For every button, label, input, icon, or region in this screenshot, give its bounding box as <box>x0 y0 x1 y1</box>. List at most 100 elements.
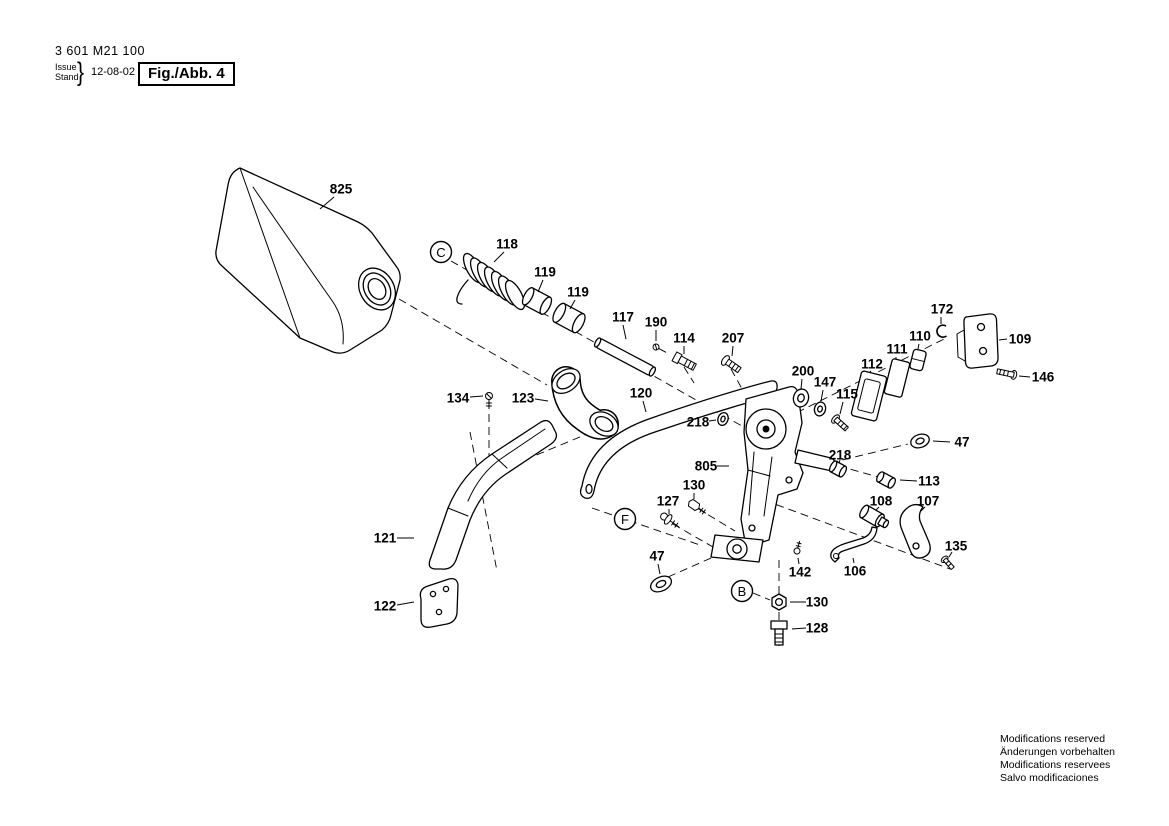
leader-line-115 <box>839 401 844 415</box>
part-label-825: 825 <box>330 182 353 197</box>
part-207-screw <box>720 355 742 374</box>
part-label-130: 130 <box>683 478 706 493</box>
part-134-screw <box>485 392 493 409</box>
part-218-bushing-lower <box>828 460 848 478</box>
part-label-120: 120 <box>630 386 653 401</box>
view-marker-circle-F <box>613 507 637 531</box>
part-130-nut <box>771 593 787 611</box>
part-label-218: 218 <box>829 448 852 463</box>
part-115-screw <box>831 414 849 432</box>
assembly-axis-lines <box>398 260 951 647</box>
view-marker-circle-B <box>730 579 754 603</box>
leader-line-110 <box>917 343 920 350</box>
view-marker-letter-B: B <box>738 584 747 599</box>
document-part-number: 3 601 M21 100 <box>55 44 145 58</box>
part-110-clip <box>909 348 927 372</box>
part-label-109: 109 <box>1009 332 1032 347</box>
part-label-118: 118 <box>496 237 518 252</box>
notice-line-es: Salvo modificaciones <box>1000 772 1099 784</box>
part-825-dust-bag <box>215 167 401 354</box>
modifications-notice: Modifications reserved Änderungen vorbeh… <box>1000 733 1115 785</box>
part-label-110: 110 <box>909 329 931 344</box>
part-106-spring-lever <box>830 526 878 563</box>
part-label-172: 172 <box>931 302 954 317</box>
leader-line-112 <box>869 370 872 373</box>
part-114-bolt <box>671 351 697 371</box>
part-label-200: 200 <box>792 364 815 379</box>
leader-line-218 <box>708 419 717 422</box>
part-label-106: 106 <box>844 564 867 579</box>
part-122-bracket-plate <box>419 577 459 628</box>
part-label-119: 119 <box>534 265 556 280</box>
part-111-plate <box>883 358 911 398</box>
notice-line-de: Änderungen vorbehalten <box>1000 746 1116 758</box>
view-marker-circle-C <box>429 240 453 264</box>
part-label-115: 115 <box>836 387 858 402</box>
part-119-bushing-small <box>521 287 553 315</box>
part-label-147: 147 <box>814 375 837 390</box>
part-label-218: 218 <box>687 415 710 430</box>
part-label-112: 112 <box>861 357 883 372</box>
part-135-screw <box>940 555 955 571</box>
issue-stand-labels: Issue Stand <box>55 62 79 82</box>
leader-line-134 <box>469 395 484 398</box>
part-146-screw <box>996 368 1018 380</box>
leader-line-119 <box>537 279 544 293</box>
part-117-pin <box>593 337 657 377</box>
leader-line-142 <box>797 557 800 565</box>
part-130-screw-upper <box>687 498 706 515</box>
part-label-107: 107 <box>917 494 940 509</box>
part-label-142: 142 <box>789 565 812 580</box>
notice-line-en: Modifications reserved <box>1000 733 1106 745</box>
leader-line-107 <box>920 506 926 512</box>
leader-line-207 <box>731 345 734 357</box>
part-label-135: 135 <box>945 539 968 554</box>
leader-line-47 <box>657 563 661 575</box>
notice-line-fr: Modifications reservees <box>1000 759 1111 771</box>
part-190-pin-screw <box>652 343 667 353</box>
issue-label: Issue <box>55 62 77 72</box>
leader-line-47 <box>932 440 951 443</box>
leader-line-119 <box>569 299 576 310</box>
leader-line-146 <box>1018 375 1031 378</box>
leader-line-122 <box>396 601 415 606</box>
part-label-47: 47 <box>649 549 664 564</box>
part-label-111: 111 <box>886 342 908 357</box>
part-label-146: 146 <box>1032 370 1055 385</box>
view-marker-letter-C: C <box>436 245 445 260</box>
part-label-122: 122 <box>374 599 397 614</box>
leader-line-200 <box>800 378 803 390</box>
leader-line-147 <box>820 389 824 402</box>
leader-line-825 <box>319 196 335 210</box>
part-200-washer <box>792 388 810 408</box>
part-label-113: 113 <box>918 474 940 489</box>
part-label-121: 121 <box>374 531 397 546</box>
part-label-114: 114 <box>673 331 695 346</box>
part-123-elbow-tube <box>551 366 619 440</box>
part-172-circlip <box>936 324 947 338</box>
leader-line-135 <box>948 551 953 558</box>
part-label-207: 207 <box>722 331 745 346</box>
part-118-coil-spring <box>456 252 526 311</box>
part-label-130: 130 <box>806 595 829 610</box>
leader-line-113 <box>899 479 918 482</box>
figure-number-box: Fig./Abb. 4 <box>138 62 235 86</box>
part-113-bushing <box>876 471 896 489</box>
part-label-134: 134 <box>447 391 470 406</box>
part-127-screw <box>660 512 680 528</box>
view-marker-letter-F: F <box>621 512 629 527</box>
part-label-190: 190 <box>645 315 668 330</box>
leader-line-218 <box>838 459 841 464</box>
brace-glyph: } <box>77 58 85 87</box>
part-label-123: 123 <box>512 391 535 406</box>
part-label-128: 128 <box>806 621 829 636</box>
part-47-washer-right <box>910 433 930 449</box>
leader-line-128 <box>791 627 807 630</box>
part-112-plate <box>850 370 888 422</box>
leader-line-108 <box>875 506 880 511</box>
part-label-47: 47 <box>954 435 969 450</box>
leader-line-118 <box>493 251 505 263</box>
